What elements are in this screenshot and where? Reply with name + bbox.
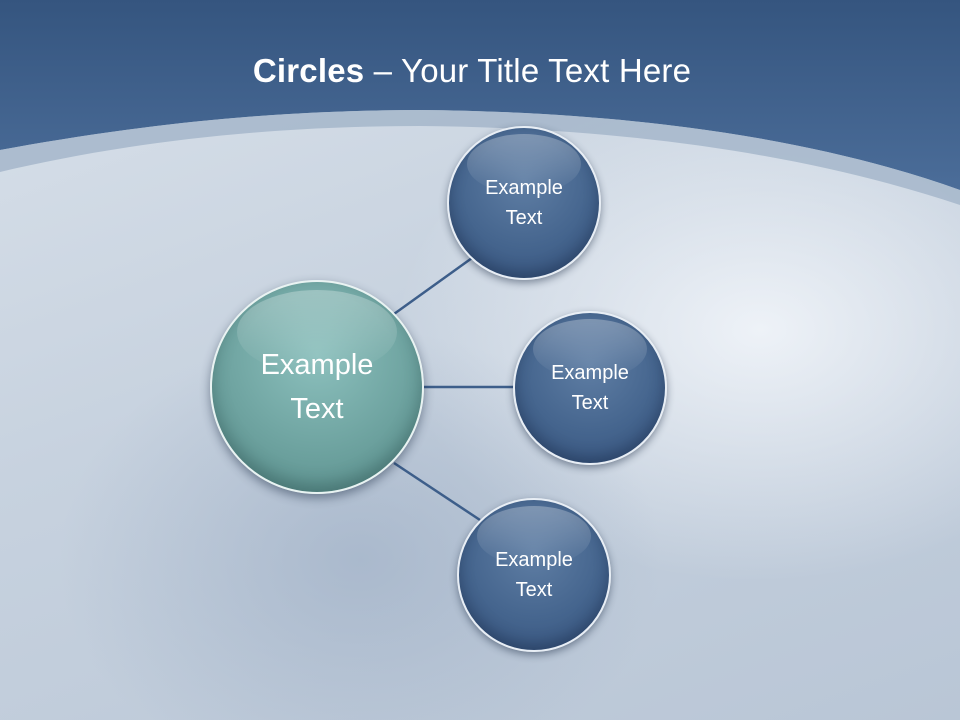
node-circle-line2: Text xyxy=(505,207,543,229)
node-circle-line1: Example xyxy=(485,177,563,199)
node-circle-middle: Example Text xyxy=(513,311,667,465)
node-circle-line1: Example xyxy=(495,549,573,571)
node-circle-line2: Text xyxy=(571,392,609,414)
node-circle-text: Example Text xyxy=(551,358,629,418)
center-circle-text: Example Text xyxy=(261,343,374,431)
center-circle-line2: Text xyxy=(290,393,344,425)
node-circle-line2: Text xyxy=(515,579,553,601)
title-rest: – Your Title Text Here xyxy=(364,52,692,89)
connector-bottom xyxy=(393,461,481,522)
center-circle: Example Text xyxy=(210,280,424,494)
title-bold: Circles xyxy=(252,52,365,89)
node-circle-text: Example Text xyxy=(495,545,573,605)
node-circle-top: Example Text xyxy=(447,126,601,280)
connector-top xyxy=(393,256,473,316)
node-circle-line1: Example xyxy=(551,362,629,384)
slide-title: Circles – Your Title Text Here xyxy=(0,52,944,90)
node-circle-text: Example Text xyxy=(485,173,563,233)
node-circle-bottom: Example Text xyxy=(457,498,611,652)
center-circle-line1: Example xyxy=(260,349,374,381)
